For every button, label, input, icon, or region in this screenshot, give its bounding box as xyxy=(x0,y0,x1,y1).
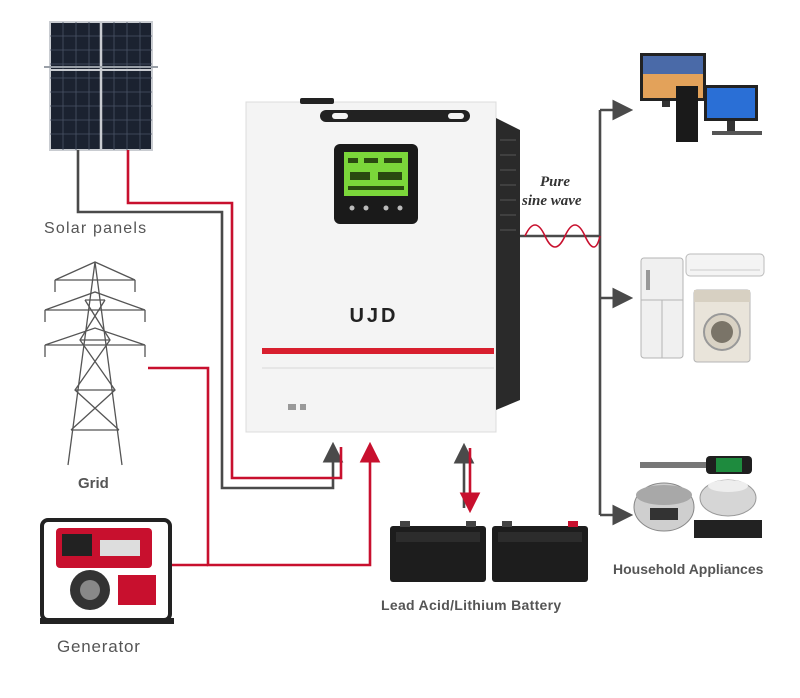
washing-machine-icon xyxy=(693,289,751,363)
solar-panels-label: Solar panels xyxy=(44,220,148,237)
battery-label: Lead Acid/Lithium Battery xyxy=(381,597,562,613)
inverter-icon xyxy=(245,98,520,433)
brand-logo: UJD xyxy=(349,305,398,327)
pot-icon xyxy=(694,479,762,538)
drill-icon xyxy=(640,456,752,474)
air-conditioner-icon xyxy=(685,253,765,277)
fridge-icon xyxy=(640,257,684,359)
household-appliances-label: Household Appliances xyxy=(613,561,764,577)
grid-tower-icon xyxy=(44,261,146,466)
pure-sine-wave-label-line2: sine wave xyxy=(522,193,582,209)
generator-label: Generator xyxy=(57,637,141,656)
battery-icon xyxy=(390,521,588,582)
computer-icon xyxy=(640,53,762,142)
generator-icon xyxy=(40,518,174,624)
grid-label: Grid xyxy=(78,475,109,492)
sine-wave-icon xyxy=(524,224,601,248)
pure-sine-wave-label-line1: Pure xyxy=(540,174,570,190)
rice-cooker-icon xyxy=(633,482,695,532)
solar-panel-icon xyxy=(44,21,158,151)
